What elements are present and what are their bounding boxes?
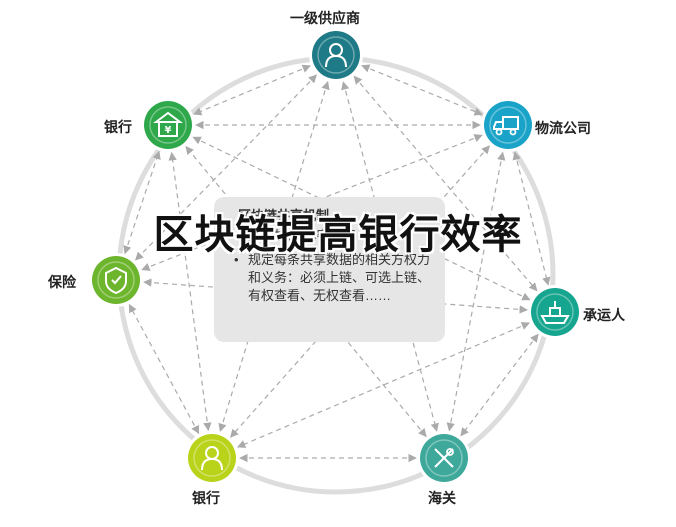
- ship-icon: [540, 301, 570, 324]
- edge-supplier-bank-top: [193, 64, 311, 116]
- node-circle: [484, 101, 532, 149]
- svg-text:¥: ¥: [165, 125, 172, 136]
- edge-logistics-customs: [446, 151, 506, 432]
- node-label-supplier: 一级供应商: [290, 10, 360, 26]
- node-inner-ring: [193, 439, 231, 477]
- bank-icon: ¥: [153, 111, 183, 137]
- edge-bank-bottom-bank-top: [168, 151, 212, 432]
- node-label-customs: 海关: [428, 490, 456, 506]
- node-customs: [417, 431, 471, 485]
- node-bank-top: ¥: [141, 98, 195, 152]
- node-label-insurance: 保险: [48, 274, 76, 290]
- node-inner-ring: [536, 293, 574, 331]
- node-insurance: [89, 253, 143, 307]
- shield-icon: [105, 266, 127, 295]
- node-inner-ring: [489, 106, 527, 144]
- person-icon: [201, 446, 223, 471]
- node-logistics: [481, 98, 535, 152]
- node-bank-bottom: [185, 431, 239, 485]
- node-circle: [144, 101, 192, 149]
- center-title: 区块链共享机制: [238, 208, 330, 223]
- node-circle: [92, 256, 140, 304]
- node-inner-ring: [317, 36, 355, 74]
- overlay-title: 区块链提高银行效率: [153, 213, 523, 257]
- node-inner-ring: [425, 439, 463, 477]
- customs-icon: [434, 448, 454, 468]
- center-bullet-list: 定制加密/解密授权 规定每条共享数据的相关方权力和义务：必须上链、可选上链、有权…: [234, 227, 434, 311]
- node-carrier: [528, 285, 582, 339]
- center-mechanism-box: 区块链共享机制 定制加密/解密授权 规定每条共享数据的相关方权力和义务：必须上链…: [214, 197, 445, 342]
- node-label-bank-top: 银行: [104, 119, 132, 135]
- person-icon: [325, 43, 347, 68]
- truck-icon: [493, 116, 519, 136]
- edge-bank-bottom-insurance: [128, 303, 200, 435]
- node-circle: [531, 288, 579, 336]
- node-inner-ring: [97, 261, 135, 299]
- node-inner-ring: [149, 106, 187, 144]
- node-label-bank-bottom: 银行: [192, 490, 220, 506]
- center-bullet-1: 定制加密/解密授权: [234, 227, 434, 245]
- node-supplier: [309, 28, 363, 82]
- node-group: ¥: [89, 28, 582, 485]
- node-label-logistics: 物流公司: [535, 120, 591, 136]
- center-bullet-2: 规定每条共享数据的相关方权力和义务：必须上链、可选上链、有权查看、无权查看……: [234, 251, 434, 305]
- node-label-carrier: 承运人: [583, 307, 625, 323]
